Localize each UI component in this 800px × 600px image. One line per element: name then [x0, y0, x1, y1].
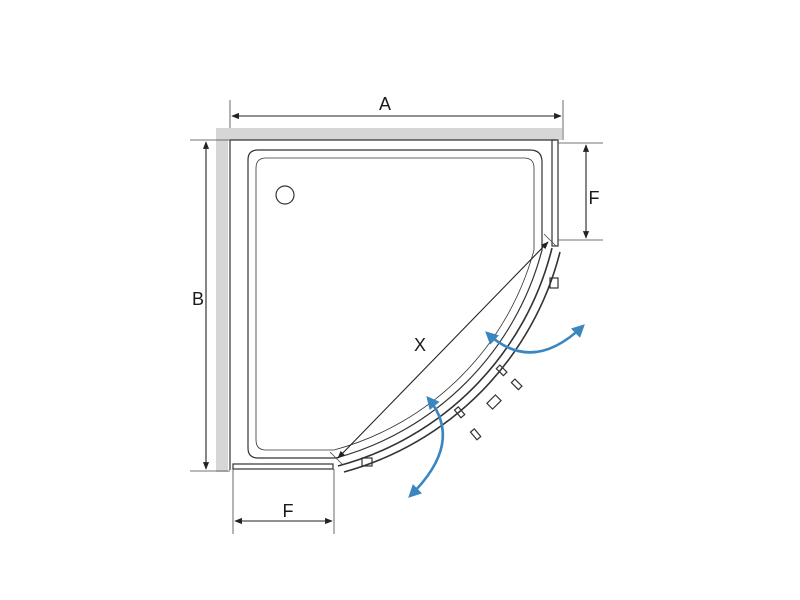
dimension-x-label: X — [414, 335, 426, 355]
bottom-fixed-panel — [232, 463, 334, 470]
shower-tray — [247, 149, 543, 459]
back-wall — [216, 128, 562, 140]
dimension-f-bottom-label: F — [283, 501, 294, 521]
walls — [216, 128, 562, 472]
fixed-panels — [232, 139, 559, 470]
curved-doors — [337, 247, 561, 473]
dimension-a: A — [229, 94, 564, 140]
right-fixed-panel — [551, 139, 559, 247]
left-wall — [216, 128, 228, 472]
door-handle-2 — [510, 378, 523, 391]
swing-arrow-lower — [408, 396, 445, 498]
swing-arrow-upper — [485, 324, 585, 354]
dimension-f-right: F — [558, 142, 603, 241]
dimension-x: X — [329, 233, 557, 465]
door-roller-2 — [486, 394, 502, 410]
door-swing-arrows — [408, 324, 585, 498]
drain-icon — [275, 185, 295, 205]
wall-lines — [229, 139, 556, 470]
dimension-f-bottom: F — [232, 469, 335, 534]
dimension-b: B — [190, 139, 230, 472]
dimension-b-label: B — [192, 289, 204, 309]
dimension-f-right-label: F — [589, 188, 600, 208]
door-roller-1 — [549, 277, 559, 289]
dimension-a-label: A — [379, 94, 391, 114]
door-handle-4 — [469, 428, 482, 441]
